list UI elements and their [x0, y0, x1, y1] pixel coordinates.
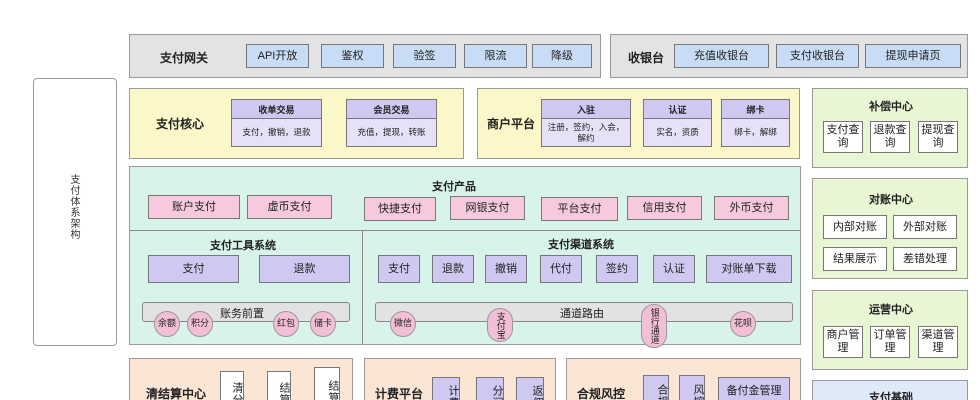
cashier-panel: 收银台 充值收银台 支付收银台 提现申请页 — [610, 34, 968, 78]
ops-merchant[interactable]: 商户管理 — [823, 326, 863, 358]
risk-control[interactable]: 风控 — [679, 375, 705, 400]
recon-error[interactable]: 差错处理 — [893, 247, 957, 271]
routing-alipay: 支付宝 — [487, 308, 513, 342]
ops-channel[interactable]: 渠道管理 — [918, 326, 958, 358]
reconcile-title: 对账中心 — [869, 194, 913, 206]
product-quick-pay[interactable]: 快捷支付 — [364, 197, 436, 221]
basis-panel: 支付基础 — [812, 380, 968, 400]
ledger-points: 积分 — [187, 311, 213, 337]
comp-refund-query[interactable]: 退款查询 — [870, 121, 910, 153]
card-acquiring-body: 支付，撤销，退款 — [242, 127, 311, 138]
pay-core-title: 支付核心 — [156, 117, 205, 131]
tools-item-pay[interactable]: 支付 — [148, 255, 239, 283]
system-label: 支付体系架构 — [68, 174, 79, 240]
card-member[interactable]: 会员交易 充值，提现，转账 — [346, 99, 437, 147]
operations-panel: 运营中心 商户管理 订单管理 渠道管理 — [812, 290, 968, 370]
routing-bar — [375, 302, 793, 322]
system-label-box: 支付体系架构 — [33, 78, 117, 346]
recon-external[interactable]: 外部对账 — [893, 215, 957, 239]
card-acquiring-head: 收单交易 — [232, 100, 321, 119]
gateway-item-api[interactable]: API开放 — [246, 44, 309, 68]
billing-title: 计费平台 — [375, 387, 424, 400]
routing-label: 通道路由 — [560, 308, 604, 320]
products-title: 支付产品 — [432, 181, 476, 193]
cashier-title: 收银台 — [628, 51, 665, 65]
risk-compliance[interactable]: 合规 — [643, 375, 669, 400]
card-bindcard[interactable]: 绑卡 绑卡，解绑 — [721, 99, 790, 147]
settlement-title: 清结算中心 — [146, 387, 207, 400]
product-account-pay[interactable]: 账户支付 — [148, 195, 240, 219]
product-platform-pay[interactable]: 平台支付 — [541, 197, 618, 221]
card-acquiring[interactable]: 收单交易 支付，撤销，退款 — [231, 99, 322, 147]
tools-item-refund[interactable]: 退款 — [259, 255, 350, 283]
cashier-item-withdraw[interactable]: 提现申请页 — [865, 44, 961, 68]
channel-item-statement[interactable]: 对账单下载 — [706, 255, 792, 283]
comp-pay-query[interactable]: 支付查询 — [823, 121, 863, 153]
routing-huabei: 花呗 — [730, 311, 756, 337]
card-bindcard-head: 绑卡 — [722, 100, 789, 119]
products-panel: 支付产品 账户支付 虚币支付 快捷支付 网银支付 平台支付 信用支付 外币支付 … — [129, 166, 801, 348]
ledger-label: 账务前置 — [220, 308, 264, 320]
routing-wechat: 微信 — [390, 311, 416, 337]
card-verify-head: 认证 — [644, 100, 711, 119]
comp-withdraw-query[interactable]: 提现查询 — [918, 121, 958, 153]
divider-vertical — [362, 230, 363, 344]
basis-title: 支付基础 — [869, 392, 913, 400]
reconcile-panel: 对账中心 内部对账 外部对账 结果展示 差错处理 — [812, 178, 968, 279]
gateway-title: 支付网关 — [160, 51, 209, 65]
billing-fee[interactable]: 计费 — [432, 377, 460, 400]
channel-item-verify[interactable]: 认证 — [653, 255, 695, 283]
card-verify-body: 实名，资质 — [656, 127, 699, 138]
product-ebank-pay[interactable]: 网银支付 — [450, 196, 525, 220]
recon-result[interactable]: 结果展示 — [823, 247, 887, 271]
ledger-balance: 余额 — [154, 311, 180, 337]
product-credit-pay[interactable]: 信用支付 — [627, 196, 702, 220]
channel-item-pay[interactable]: 支付 — [378, 255, 420, 283]
recon-internal[interactable]: 内部对账 — [823, 215, 887, 239]
settle-settle[interactable]: 结算 — [267, 371, 291, 400]
cashier-item-pay[interactable]: 支付收银台 — [776, 44, 859, 68]
ops-order[interactable]: 订单管理 — [870, 326, 910, 358]
card-bindcard-body: 绑卡，解绑 — [734, 127, 777, 138]
risk-panel: 合规风控 合规 风控 备付金管理 — [566, 358, 801, 400]
settle-settle-2[interactable]: 结算 — [314, 367, 340, 400]
card-onboard-body: 注册，签约，入会，解约 — [547, 122, 625, 143]
risk-title: 合规风控 — [577, 387, 626, 400]
card-onboard-head: 入驻 — [542, 100, 630, 119]
cashier-item-recharge[interactable]: 充值收银台 — [674, 44, 769, 68]
product-foreign-pay[interactable]: 外币支付 — [714, 196, 789, 220]
card-member-body: 充值，提现，转账 — [357, 127, 426, 138]
billing-panel: 计费平台 计费 分润 返佣 — [364, 358, 556, 400]
operations-title: 运营中心 — [869, 304, 913, 316]
card-onboard[interactable]: 入驻 注册，签约，入会，解约 — [541, 99, 631, 147]
merchant-title: 商户平台 — [487, 117, 536, 131]
channel-item-agentpay[interactable]: 代付 — [540, 255, 582, 283]
ledger-storecard: 储卡 — [310, 311, 336, 337]
gateway-item-degrade[interactable]: 降级 — [532, 44, 592, 68]
card-verify[interactable]: 认证 实名，资质 — [643, 99, 712, 147]
gateway-item-ratelimit[interactable]: 限流 — [464, 44, 527, 68]
billing-profit-share[interactable]: 分润 — [476, 377, 504, 400]
divider-horizontal — [130, 230, 800, 231]
billing-rebate[interactable]: 返佣 — [516, 377, 544, 400]
pay-core-panel: 支付核心 收单交易 支付，撤销，退款 会员交易 充值，提现，转账 — [129, 88, 464, 159]
compensation-title: 补偿中心 — [869, 101, 913, 113]
settlement-panel: 清结算中心 清分 结算 结算 — [129, 358, 353, 400]
ledger-redpacket: 红包 — [273, 311, 299, 337]
channel-item-sign[interactable]: 签约 — [596, 255, 638, 283]
gateway-item-verify[interactable]: 验签 — [393, 44, 456, 68]
channel-item-refund[interactable]: 退款 — [432, 255, 474, 283]
channels-title: 支付渠道系统 — [548, 239, 614, 251]
product-coin-pay[interactable]: 虚币支付 — [247, 195, 332, 219]
channel-item-revoke[interactable]: 撤销 — [485, 255, 527, 283]
merchant-panel: 商户平台 入驻 注册，签约，入会，解约 认证 实名，资质 绑卡 绑卡，解绑 — [477, 88, 800, 159]
gateway-item-auth[interactable]: 鉴权 — [321, 44, 384, 68]
risk-reserve[interactable]: 备付金管理 — [718, 377, 790, 400]
card-member-head: 会员交易 — [347, 100, 436, 119]
tools-title: 支付工具系统 — [210, 240, 276, 252]
routing-bank: 银行通道 — [641, 304, 667, 348]
gateway-panel: 支付网关 API开放 鉴权 验签 限流 降级 — [129, 34, 601, 78]
settle-clearing[interactable]: 清分 — [220, 371, 244, 400]
compensation-panel: 补偿中心 支付查询 退款查询 提现查询 — [812, 88, 968, 168]
